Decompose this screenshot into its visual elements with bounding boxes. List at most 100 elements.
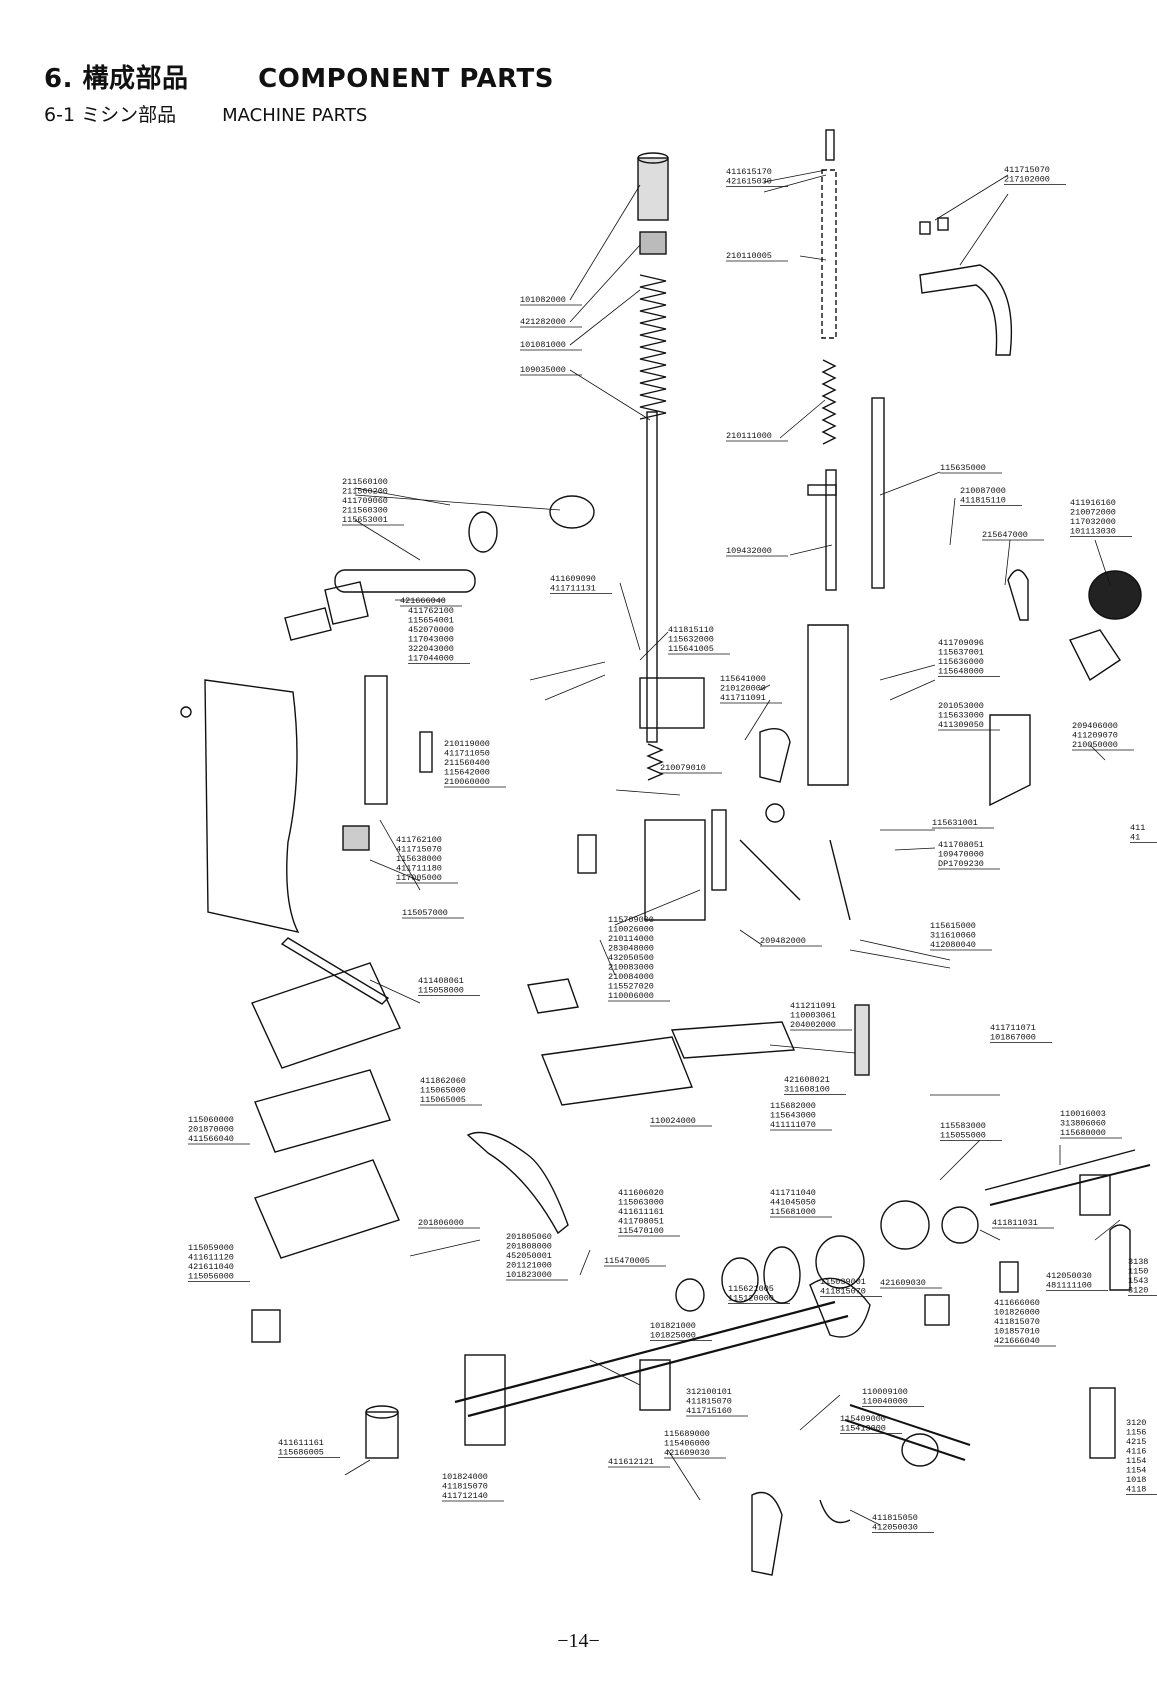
part-number-label: 115686005 [278,1448,324,1458]
subsection-title: 6-1 ミシン部品 MACHINE PARTS [44,100,367,127]
part-number-label: 411708051 [938,840,984,850]
part-number-label: 411815110 [960,496,1006,506]
part-number-label: 411762100 [408,606,454,616]
part-number-label: 110016003 [1060,1109,1106,1119]
section-title-en: COMPONENT PARTS [258,64,554,94]
parts-drawing [180,129,1151,1576]
subsection-title-en: MACHINE PARTS [222,105,368,126]
part-number-label: 411666060 [994,1298,1040,1308]
part-number-label: 411815070 [686,1397,732,1407]
part-number-label: 211560100 [342,477,388,487]
part-number-label: 412080040 [930,940,976,950]
part-number-label: 411 [1130,823,1145,833]
part-number-label: 201806000 [418,1218,464,1228]
part-number-label: 115057000 [402,908,448,918]
part-number-label: 411611161 [278,1438,324,1448]
part-number-label: 1154 [1126,1456,1146,1466]
part-number-label: 411609090 [550,574,596,584]
presser-bar-part [821,169,837,339]
part-number-label: 115065005 [420,1095,466,1105]
part-number-label: 210083000 [608,963,654,973]
part-number-label: 411711131 [550,584,596,594]
part-number-label: 4118 [1126,1485,1146,1495]
part-number-label: 115409000 [840,1414,886,1424]
part-number-label: 211560400 [444,758,490,768]
part-number-label: 210050000 [1072,740,1118,750]
part-number-label: 115120000 [728,1294,774,1304]
part-number-label: 115637001 [938,648,984,658]
part-number-label: 210084000 [608,972,654,982]
part-number-label: 441045050 [770,1198,816,1208]
part-number-label: 210119000 [444,739,490,749]
part-number-label: 411815050 [872,1513,918,1523]
side-cover [204,679,300,934]
shaft-part [334,569,476,593]
guide-part [919,264,1013,356]
part-number-label: 201805060 [506,1232,552,1242]
part-number-label: 411711050 [444,749,490,759]
part-number-label: 201121000 [506,1261,552,1271]
bobbin-case [763,1246,801,1304]
part-number-label: 411309050 [938,720,984,730]
presser-spring-part [821,359,837,445]
part-number-label: 115635000 [940,463,986,473]
part-number-label: 211560200 [342,487,388,497]
part-number-label: 452050001 [506,1251,552,1261]
part-number-label: 411606020 [618,1188,664,1198]
part-number-label: 115654001 [408,616,454,626]
bracket-part [364,675,388,805]
part-number-label: 210087000 [960,486,1006,496]
part-number-label: 210110005 [726,251,772,261]
part-number-label: 115621005 [728,1284,774,1294]
part-number-label: 117005000 [396,873,442,883]
part-number-label: 101081000 [520,340,566,350]
part-number-label: 115689000 [664,1429,710,1439]
part-number-label: 117032000 [1070,517,1116,527]
part-number-label: 209482000 [760,936,806,946]
part-number-label: 115056000 [188,1272,234,1282]
part-number-label: 411711040 [770,1188,816,1198]
part-number-label: 411709096 [938,638,984,648]
part-number-label: 411708051 [618,1217,664,1227]
part-number-label: 411611161 [618,1207,664,1217]
lever-part [466,1131,569,1235]
part-number-label: 411715160 [686,1406,732,1416]
rubber-strip [280,937,390,1005]
part-number-label: 115065000 [420,1086,466,1096]
part-number-label: 411711091 [720,693,766,703]
part-number-label: 4116 [1126,1447,1146,1457]
part-number-label: 283048000 [608,944,654,954]
presser-holder [639,677,705,729]
part-number-label: 115615000 [930,921,976,931]
part-number-label: 115648000 [938,667,984,677]
part-number-label: 41 [1130,833,1140,843]
part-number-label: 210072000 [1070,508,1116,518]
part-number-label: 311608100 [784,1085,830,1095]
part-number-label: 311610060 [930,931,976,941]
part-number-label: 115680000 [1060,1128,1106,1138]
part-number-label: 201053000 [938,701,984,711]
plate-part-2 [254,1069,391,1153]
plate-part [251,962,401,1069]
presser-foot [644,819,706,921]
section-title-jp: 構成部品 [82,64,189,94]
part-number-label: 215647000 [982,530,1028,540]
part-number-label: DP1709230 [938,859,984,869]
part-number-label: 115413000 [840,1424,886,1434]
part-number-label: 322043000 [408,644,454,654]
part-number-label: 115527020 [608,982,654,992]
rod-part [871,397,885,589]
part-number-label: 411211091 [790,1001,836,1011]
part-number-label: 411762100 [396,835,442,845]
part-number-label: 3120 [1126,1418,1146,1428]
part-number-label: 421666040 [400,596,446,606]
part-number-label: 115636000 [938,657,984,667]
part-number-label: 421615030 [726,177,772,187]
presser-rod-part [825,469,837,591]
part-number-label: 1150 [1128,1267,1148,1277]
part-number-label: 411711071 [990,1023,1036,1033]
part-number-label: 452070000 [408,625,454,635]
part-number-label: 110003061 [790,1011,836,1021]
part-number-label: 209406000 [1072,721,1118,731]
part-number-label: 1018 [1126,1475,1146,1485]
